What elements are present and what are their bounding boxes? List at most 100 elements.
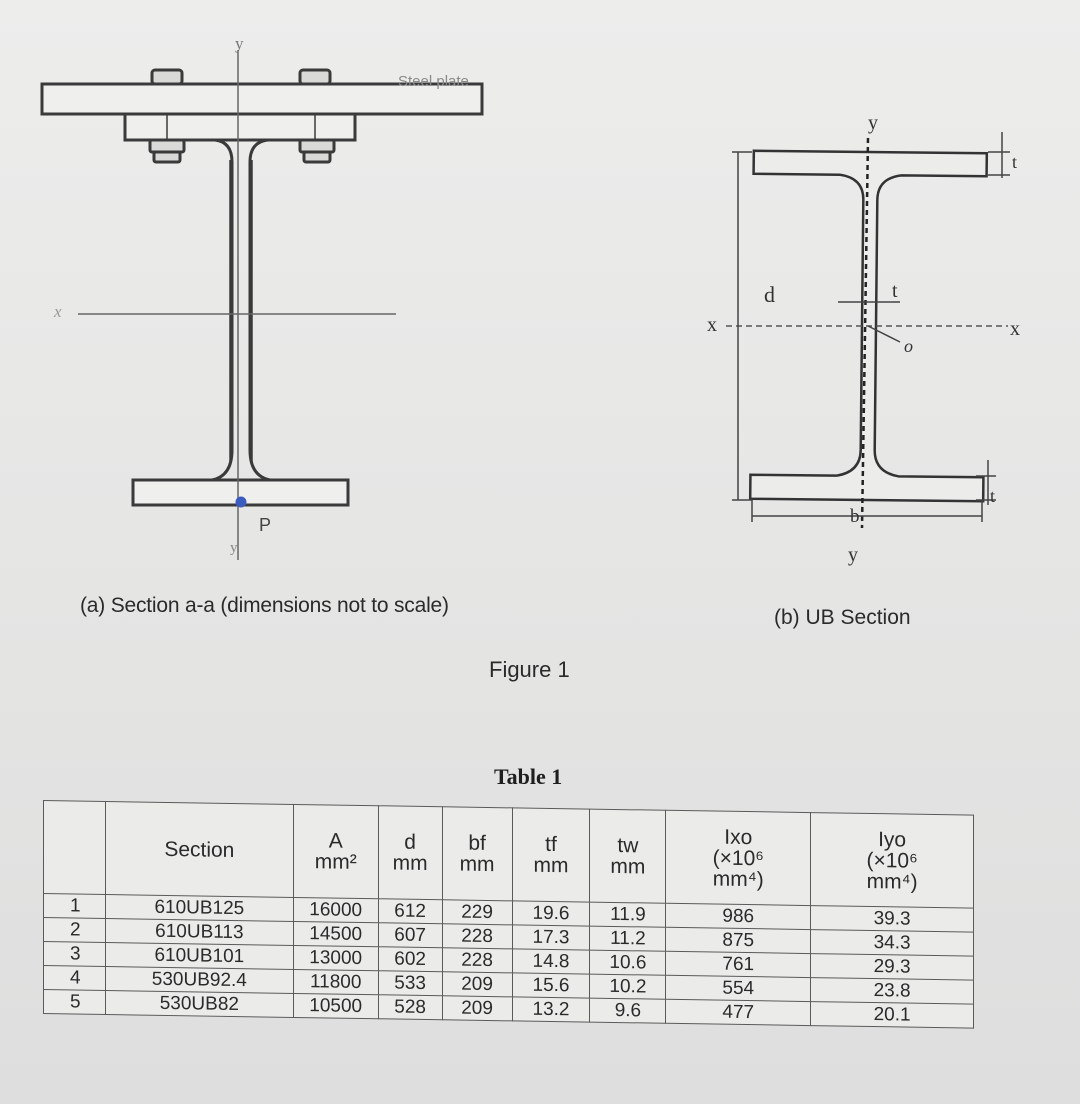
caption-ub-section: (b) UB Section bbox=[774, 606, 911, 629]
row-number: 1 bbox=[43, 893, 106, 919]
b-origin-label: o bbox=[904, 336, 913, 356]
table-cell: 607 bbox=[378, 922, 443, 948]
column-header-line: mm⁴) bbox=[866, 869, 918, 894]
ub-section-drawing bbox=[726, 132, 1010, 529]
row-number: 2 bbox=[43, 917, 106, 943]
table-cell: 17.3 bbox=[512, 924, 590, 951]
row-number: 5 bbox=[43, 989, 106, 1015]
b-x0-left-label: x bbox=[707, 314, 717, 336]
table-cell: 10500 bbox=[293, 993, 379, 1019]
nut-left bbox=[148, 138, 186, 154]
b-tf-top-label: t bbox=[1012, 152, 1018, 172]
column-header-line: tw bbox=[617, 834, 639, 858]
b-tw-label: t bbox=[892, 280, 898, 302]
point-p-label: P bbox=[259, 515, 272, 535]
table-cell: 533 bbox=[378, 970, 443, 996]
section-name: 610UB125 bbox=[105, 894, 294, 922]
table-cell: 15.6 bbox=[512, 972, 590, 999]
a-y-bottom-label: y bbox=[230, 540, 238, 556]
column-header bbox=[43, 800, 106, 895]
table-cell: 477 bbox=[665, 999, 811, 1026]
b-tf-bottom-label: t bbox=[990, 486, 996, 506]
column-header-line: mm bbox=[533, 853, 569, 878]
table-cell: 11800 bbox=[293, 969, 379, 995]
table-cell: 23.8 bbox=[810, 977, 974, 1005]
table-cell: 229 bbox=[442, 899, 513, 925]
row-number: 3 bbox=[43, 941, 106, 967]
table-cell: 20.1 bbox=[810, 1001, 974, 1029]
section-name: 530UB92.4 bbox=[105, 966, 294, 994]
table-cell: 761 bbox=[665, 951, 811, 978]
bolt-head-right bbox=[298, 68, 332, 86]
table-cell: 16000 bbox=[293, 897, 379, 923]
column-header-line: (×10⁶ bbox=[712, 846, 764, 870]
section-name: 610UB113 bbox=[105, 918, 294, 946]
table-cell: 9.6 bbox=[589, 998, 666, 1024]
column-header-line: (×10⁶ bbox=[866, 848, 918, 873]
column-header-line: Iyo bbox=[878, 827, 907, 852]
table-cell: 10.6 bbox=[589, 950, 666, 976]
table-cell: 209 bbox=[442, 971, 513, 997]
column-header-line: mm bbox=[610, 854, 646, 879]
column-header-line: mm⁴) bbox=[712, 867, 764, 891]
web-right bbox=[248, 138, 271, 482]
table-cell: 602 bbox=[378, 946, 443, 972]
column-header-line: mm bbox=[459, 852, 495, 877]
section-a-drawing bbox=[40, 50, 484, 560]
table-cell: 986 bbox=[665, 903, 811, 930]
table-cell: 228 bbox=[442, 947, 513, 973]
table-cell: 19.6 bbox=[512, 900, 590, 927]
column-header-line: mm² bbox=[314, 850, 357, 874]
steel-plate-label: Steel plate bbox=[398, 73, 469, 90]
b-d-label: d bbox=[764, 282, 775, 307]
table-cell: 14.8 bbox=[512, 948, 590, 975]
caption-section-a: (a) Section a-a (dimensions not to scale… bbox=[80, 594, 449, 617]
table-cell: 11.9 bbox=[589, 902, 666, 928]
figure-drawings bbox=[40, 50, 1010, 560]
table-cell: 13.2 bbox=[512, 996, 590, 1023]
section-name: 610UB101 bbox=[105, 942, 294, 970]
table-cell: 11.2 bbox=[589, 926, 666, 952]
b-y0-top-label: y bbox=[868, 112, 878, 134]
row-number: 4 bbox=[43, 965, 106, 991]
table-cell: 528 bbox=[378, 994, 443, 1020]
table-cell: 14500 bbox=[293, 921, 379, 947]
table-cell: 39.3 bbox=[810, 905, 974, 933]
point-p bbox=[235, 496, 247, 508]
column-header-line: Section bbox=[164, 837, 235, 862]
column-header-line: bf bbox=[468, 831, 486, 855]
bolt-head-left bbox=[150, 68, 184, 86]
nut-right bbox=[298, 138, 336, 154]
table-title: Table 1 bbox=[494, 764, 563, 789]
top-flange bbox=[123, 112, 357, 142]
table-cell: 554 bbox=[665, 975, 811, 1002]
table-cell: 10.2 bbox=[589, 974, 666, 1000]
section-name: 530UB82 bbox=[105, 990, 294, 1018]
table-cell: 34.3 bbox=[810, 929, 974, 957]
column-header-line: Ixo bbox=[724, 825, 753, 849]
table-cell: 228 bbox=[442, 923, 513, 949]
column-header-line: tf bbox=[545, 832, 557, 857]
column-header-line: A bbox=[328, 829, 343, 853]
table-cell: 875 bbox=[665, 927, 811, 954]
table-cell: 29.3 bbox=[810, 953, 974, 981]
figure-title: Figure 1 bbox=[489, 657, 570, 682]
origin-marker bbox=[867, 325, 901, 343]
a-y-top-label: y bbox=[235, 34, 244, 53]
a-x-label: x bbox=[54, 302, 62, 321]
b-bf-label: b bbox=[850, 506, 860, 527]
column-header-line: mm bbox=[392, 851, 428, 876]
web-left bbox=[211, 138, 234, 482]
y0-axis bbox=[860, 137, 870, 529]
